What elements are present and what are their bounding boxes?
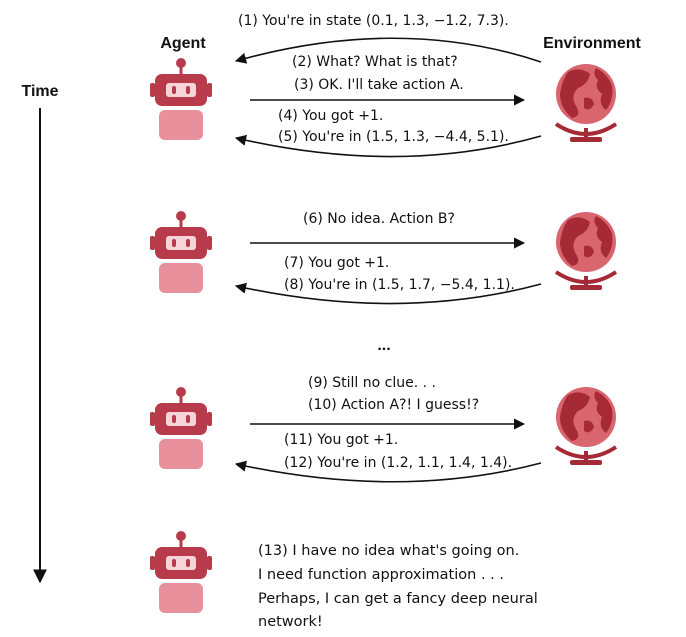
- arrow-env-to-agent: [234, 282, 542, 305]
- arrow-env-to-agent: [234, 37, 542, 64]
- message-8: (8) You're in (1.5, 1.7, −5.4, 1.1).: [284, 277, 515, 293]
- agent-robot-icon: [148, 385, 214, 471]
- final-note: (13) I have no idea what's going on. I n…: [258, 543, 538, 630]
- final-note-line: Perhaps, I can get a fancy deep neural: [258, 591, 538, 607]
- agent-header: Agent: [160, 35, 206, 52]
- message-3: (3) OK. I'll take action A.: [294, 77, 464, 93]
- agent-robot-icon: [148, 529, 214, 615]
- arrow-env-to-agent: [234, 134, 542, 158]
- message-10: (10) Action A?! I guess!?: [308, 397, 479, 413]
- agent-robot-icon: [148, 209, 214, 295]
- environment-globe-icon: [554, 385, 618, 467]
- final-note-line: network!: [258, 614, 323, 630]
- agent-robot-icon: [148, 56, 214, 142]
- arrow-env-to-agent: [234, 460, 542, 483]
- environment-globe-icon: [554, 210, 618, 292]
- message-9: (9) Still no clue. . .: [308, 375, 436, 391]
- environment-globe-icon: [554, 62, 618, 144]
- message-6: (6) No idea. Action B?: [303, 211, 455, 227]
- message-5: (5) You're in (1.5, 1.3, −4.4, 5.1).: [278, 129, 509, 145]
- message-11: (11) You got +1.: [284, 432, 398, 448]
- message-4: (4) You got +1.: [278, 108, 383, 124]
- environment-header: Environment: [543, 35, 641, 52]
- ellipsis: ...: [377, 337, 390, 354]
- time-label: Time: [21, 83, 58, 100]
- message-7: (7) You got +1.: [284, 255, 389, 271]
- final-note-line: (13) I have no idea what's going on.: [258, 543, 519, 559]
- final-note-line: I need function approximation . . .: [258, 567, 504, 583]
- message-1: (1) You're in state (0.1, 1.3, −1.2, 7.3…: [238, 13, 509, 29]
- message-12: (12) You're in (1.2, 1.1, 1.4, 1.4).: [284, 455, 512, 471]
- message-2: (2) What? What is that?: [292, 54, 458, 70]
